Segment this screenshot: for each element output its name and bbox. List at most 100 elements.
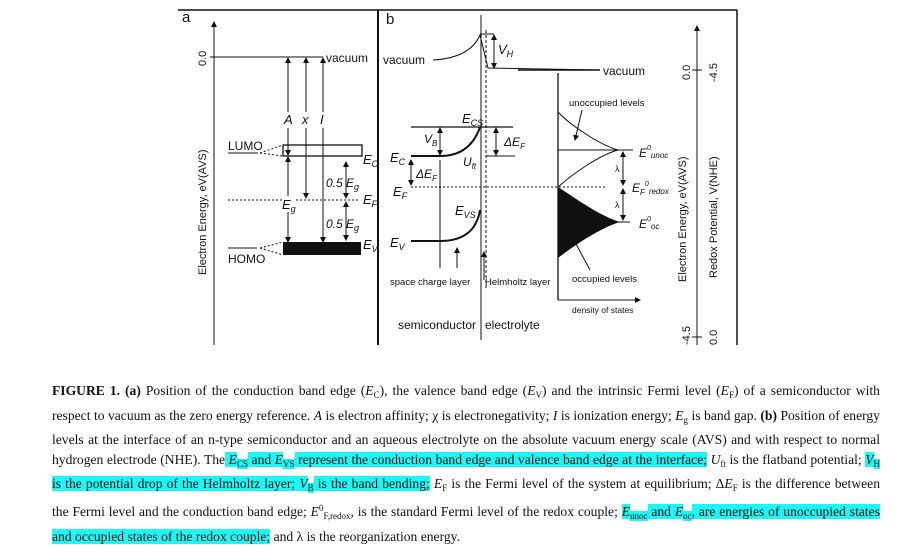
caption-segment: F [732, 483, 738, 494]
vacuum-left-label: vacuum [383, 53, 425, 67]
electrolyte-label: electrolyte [485, 318, 540, 332]
ec-label-b: EC [390, 150, 406, 167]
caption-segment: F [442, 483, 448, 494]
caption-segment: oc [683, 510, 692, 521]
caption-segment: E [365, 383, 374, 398]
caption-segment: ), the valence band edge ( [379, 383, 528, 398]
eg-label: Eg [282, 197, 296, 214]
lumo-band [282, 144, 363, 157]
caption-segment: Position of energy levels at the interfa… [52, 407, 880, 467]
caption-segment: E [527, 383, 536, 398]
semiconductor-label: semiconductor [398, 318, 476, 332]
energy-bottom-tick: -4.5 [681, 326, 693, 345]
helmholtz-label: Helmholtz layer [485, 277, 550, 288]
lambda-bottom: λ [615, 200, 620, 210]
vacuum-right-label: vacuum [603, 64, 645, 78]
energy-axis-label: Electron Energy, eV(AVS) [677, 156, 689, 282]
lumo-label: LUMO [228, 139, 263, 153]
ef-redox-label: EF0redox [632, 181, 670, 197]
half-eg-top: 0.5 Eg [326, 176, 359, 192]
panel-b: b vacuum VH vacuum ECS VB ΔEF EC Uft ΔEF… [383, 11, 670, 340]
caption-segment: B [307, 483, 314, 494]
caption-segment: and [647, 503, 675, 519]
caption-segment: is the flatband potential; [725, 451, 866, 467]
panel-a-label: a [182, 9, 191, 26]
caption-segment: VS [283, 458, 295, 469]
potential-bottom-tick: 0.0 [708, 330, 720, 345]
right-axes: 0.0 -4.5 -4.5 0.0 Electron Energy, eV(AV… [677, 25, 720, 345]
caption-segment: A [313, 407, 323, 423]
homo-band [283, 242, 361, 255]
space-charge-label: space charge layer [390, 277, 470, 288]
caption-segment: E [274, 451, 284, 467]
e-oc-label: E0oc [639, 216, 659, 231]
caption-segment: is the Fermi level of the system at equi… [447, 476, 725, 492]
delta-ef-left: ΔEF [415, 167, 438, 183]
label-I: I [320, 112, 324, 127]
panel-b-label: b [386, 11, 394, 28]
caption-segment: ft [720, 458, 726, 469]
energy-top-tick: 0.0 [681, 65, 693, 80]
unoccupied-label: unoccupied levels [569, 98, 645, 109]
caption-segment: ) of a semiconductor with respect to vac… [52, 383, 880, 423]
caption-segment: unoc [630, 510, 648, 521]
caption-segment: V [865, 451, 874, 467]
caption-segment: , is the standard Fermi level of the red… [350, 503, 622, 519]
potential-top-tick: -4.5 [708, 63, 720, 82]
label-A: A [283, 112, 293, 127]
label-chi: x [301, 112, 309, 127]
caption-segment: is band gap. [688, 407, 761, 423]
caption-segment: V [299, 476, 308, 492]
vb-label: VB [424, 132, 438, 148]
caption-segment: E [720, 383, 729, 398]
vacuum-curve [432, 33, 601, 71]
caption-segment: F,redox [323, 510, 351, 521]
caption-segment: (b) [760, 407, 777, 423]
caption-segment: E [674, 503, 684, 519]
delta-ef-right: ΔEF [503, 135, 526, 151]
caption-segment: CS [236, 458, 248, 469]
caption-segment: g [683, 414, 689, 425]
potential-axis-label: Redox Potential, V(NHE) [708, 156, 720, 278]
uft-label: Uft [463, 155, 477, 171]
caption-segment: C [373, 390, 380, 400]
caption-segment: is the difference between the Fermi leve… [52, 476, 880, 519]
caption-segment: F [728, 390, 734, 400]
caption-segment: and [247, 451, 275, 467]
ev-label-b: EV [390, 235, 406, 252]
evs-label: EVS [455, 203, 476, 220]
panel-a: a Electron Energy, eV(AVS) 0.0 vacuum A … [182, 9, 379, 345]
occupied-label: occupied levels [572, 274, 637, 285]
lambda-top: λ [615, 164, 620, 174]
figure-1: a Electron Energy, eV(AVS) 0.0 vacuum A … [178, 9, 738, 345]
caption-segment [225, 451, 229, 467]
ef-label: EF [363, 192, 378, 209]
vh-label: VH [498, 42, 514, 59]
ec-band-bending [411, 126, 481, 157]
caption-segment: E [228, 451, 237, 467]
caption-segment: E [621, 503, 631, 519]
caption-segment: E [310, 503, 319, 519]
dos-label: density of states [572, 305, 633, 315]
caption-segment: ) and the intrinsic Fermi level ( [542, 383, 721, 398]
caption-segment: is the band bending; [313, 476, 430, 492]
caption-segment: 0 [318, 502, 324, 513]
caption-segment: represent the conduction band edge and v… [294, 451, 708, 467]
ecs-label: ECS [462, 111, 483, 128]
caption-segment: E [675, 407, 684, 423]
caption-segment: E [724, 476, 733, 492]
ef-label-b: EF [393, 184, 408, 201]
caption-segment: (a) [125, 383, 141, 398]
figure-frame [178, 9, 738, 345]
e-unoc-label: E0unoc [639, 145, 668, 160]
vacuum-label: vacuum [326, 51, 368, 65]
half-eg-bottom: 0.5 Eg [326, 217, 359, 233]
homo-label: HOMO [228, 252, 265, 266]
caption-segment: is electron affinity; χ is electronegati… [322, 407, 553, 423]
ev-label: EV [363, 237, 379, 254]
caption-segment: V [535, 390, 543, 400]
caption-segment: I [552, 407, 558, 423]
axis-label: Electron Energy, eV(AVS) [197, 149, 209, 275]
caption-segment: Position of the conduction band edge ( [140, 383, 366, 398]
caption-segment: is ionization energy; [557, 407, 676, 423]
